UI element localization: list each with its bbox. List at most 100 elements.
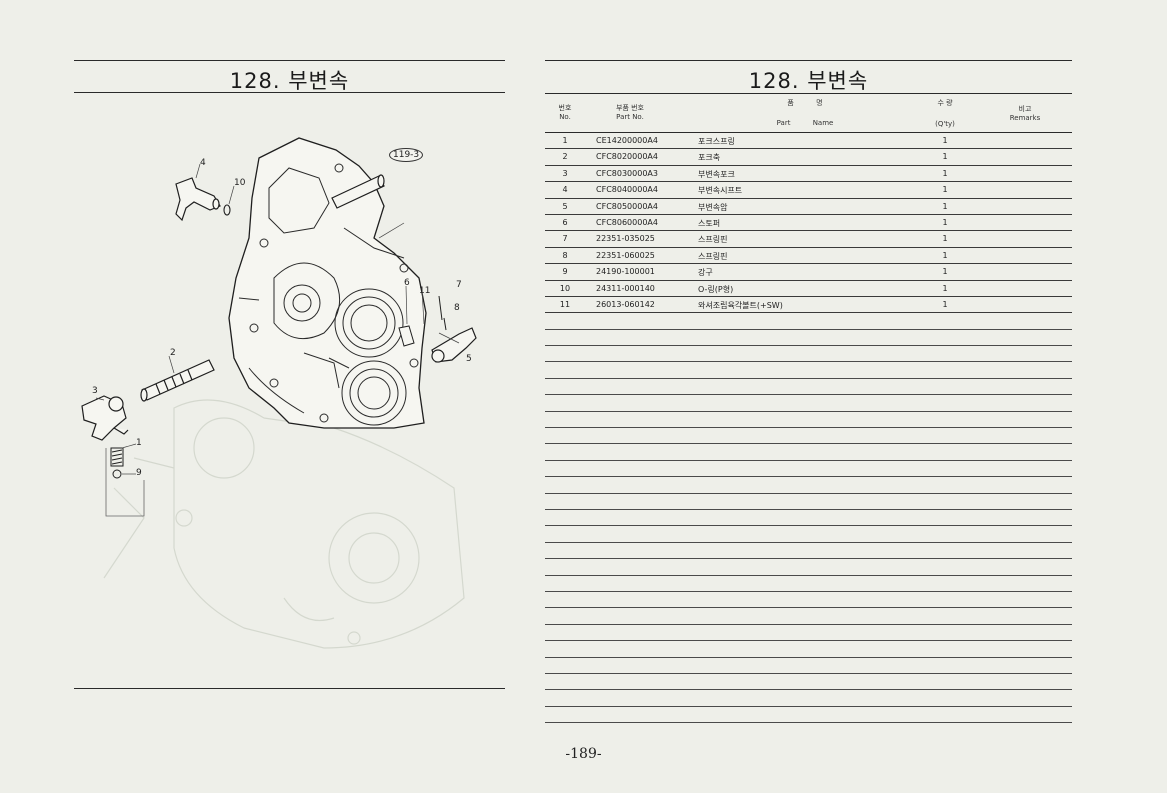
row-part-name: 강구: [698, 268, 713, 278]
row-part-name: 스토퍼: [698, 218, 721, 228]
row-qty: 1: [942, 185, 948, 195]
row-part-name: 부변속포크: [698, 169, 735, 179]
title-rule: [74, 92, 505, 93]
top-rule: [545, 60, 1072, 61]
empty-row: [545, 510, 1072, 527]
title-rule: [545, 93, 1072, 94]
callout-119-3: 119-3: [389, 148, 424, 162]
table-row: 6 CFC8060000A4 스토퍼 1: [545, 215, 1072, 232]
row-no: 5: [562, 201, 568, 211]
empty-row: [545, 395, 1072, 412]
row-qty: 1: [942, 234, 948, 244]
header-no-ko: 번호: [558, 104, 572, 112]
callout-10: 10: [234, 178, 246, 188]
header-qty-en: (Q'ty): [935, 120, 955, 128]
top-rule: [74, 60, 505, 61]
callout-8: 8: [454, 303, 460, 313]
empty-row: [545, 674, 1072, 691]
row-qty: 1: [942, 201, 948, 211]
row-part-name: 포크스프링: [698, 137, 735, 146]
empty-row: [545, 707, 1072, 724]
page-title: 128. 부변속: [229, 69, 350, 93]
row-no: 11: [559, 299, 571, 309]
row-part-name: 부변속시프트: [698, 186, 743, 196]
row-part-name: 포크축: [698, 153, 721, 163]
row-part-no: CFC8050000A4: [596, 201, 658, 211]
empty-row: [545, 444, 1072, 461]
parts-table-body: 1 CE14200000A4 포크스프링 1 2 CFC8020000A4 포크…: [545, 133, 1072, 724]
callout-4: 4: [200, 158, 206, 168]
row-qty: 1: [942, 136, 948, 145]
empty-row: [545, 592, 1072, 609]
gearbox-drawing: [81, 137, 477, 649]
row-no: 7: [562, 234, 568, 244]
row-part-no: 22351-060025: [596, 250, 655, 260]
empty-row: [545, 608, 1072, 625]
row-no: 9: [562, 267, 568, 277]
row-part-no: CFC8030000A3: [596, 168, 658, 178]
callout-11: 11: [419, 286, 431, 296]
table-row: 2 CFC8020000A4 포크축 1: [545, 149, 1072, 166]
header-rule: [545, 132, 1072, 133]
row-qty: 1: [942, 283, 948, 293]
table-row: 3 CFC8030000A3 부변속포크 1: [545, 166, 1072, 183]
row-part-name: 스프링핀: [698, 251, 728, 261]
empty-row: [545, 412, 1072, 429]
callout-7: 7: [456, 280, 462, 290]
row-part-no: CFC8060000A4: [596, 217, 658, 227]
table-row: 7 22351-035025 스프링핀 1: [545, 231, 1072, 248]
table-row: 1 CE14200000A4 포크스프링 1: [545, 133, 1072, 150]
table-row: 10 24311-000140 O-링(P형) 1: [545, 281, 1072, 297]
empty-row: [545, 346, 1072, 363]
empty-row: [545, 641, 1072, 658]
row-no: 6: [562, 217, 568, 227]
callout-3: 3: [92, 386, 98, 396]
row-part-no: CE14200000A4: [596, 136, 658, 145]
row-qty: 1: [942, 168, 948, 178]
exploded-parts-diagram: 119-3 4 10 6 11 7 8 5 2 3 1 9: [74, 128, 505, 688]
row-qty: 1: [942, 250, 948, 260]
empty-row: [545, 543, 1072, 560]
row-no: 10: [559, 283, 571, 293]
page-number: -189-: [565, 746, 602, 762]
empty-row: [545, 625, 1072, 642]
empty-row: [545, 658, 1072, 674]
empty-row: [545, 494, 1072, 510]
empty-row: [545, 526, 1072, 543]
empty-row: [545, 559, 1072, 576]
bottom-rule: [74, 688, 505, 689]
header-qty-ko: 수 량: [937, 99, 953, 107]
callout-9: 9: [136, 468, 142, 478]
header-remarks-ko: 비고: [1018, 105, 1032, 113]
header-name-en: Part Name: [776, 119, 834, 127]
table-row: 4 CFC8040000A4 부변속시프트 1: [545, 182, 1072, 199]
row-part-no: 24311-000140: [596, 283, 655, 293]
row-part-no: 22351-035025: [596, 234, 655, 244]
row-part-name: 스프링핀: [698, 235, 728, 245]
header-part-en: Part No.: [616, 113, 644, 121]
row-part-name: 와셔조립육각볼트(+SW): [698, 300, 783, 310]
row-part-no: 24190-100001: [596, 267, 655, 277]
row-no: 1: [562, 136, 568, 145]
page-title: 128. 부변속: [748, 69, 869, 93]
callout-5: 5: [466, 354, 472, 364]
empty-row: [545, 576, 1072, 592]
row-qty: 1: [942, 152, 948, 162]
empty-row: [545, 330, 1072, 347]
table-row: 11 26013-060142 와셔조립육각볼트(+SW) 1: [545, 297, 1072, 314]
row-no: 4: [562, 185, 568, 195]
header-remarks-en: Remarks: [1009, 114, 1041, 122]
table-row: 9 24190-100001 강구 1: [545, 264, 1072, 281]
callout-1: 1: [136, 438, 142, 448]
empty-row: [545, 461, 1072, 478]
row-qty: 1: [942, 217, 948, 227]
table-row: 5 CFC8050000A4 부변속암 1: [545, 199, 1072, 215]
empty-row: [545, 362, 1072, 379]
callout-2: 2: [170, 348, 176, 358]
row-part-no: 26013-060142: [596, 299, 655, 309]
row-qty: 1: [942, 267, 948, 277]
empty-row: [545, 690, 1072, 707]
empty-row: [545, 379, 1072, 396]
empty-row: [545, 428, 1072, 445]
